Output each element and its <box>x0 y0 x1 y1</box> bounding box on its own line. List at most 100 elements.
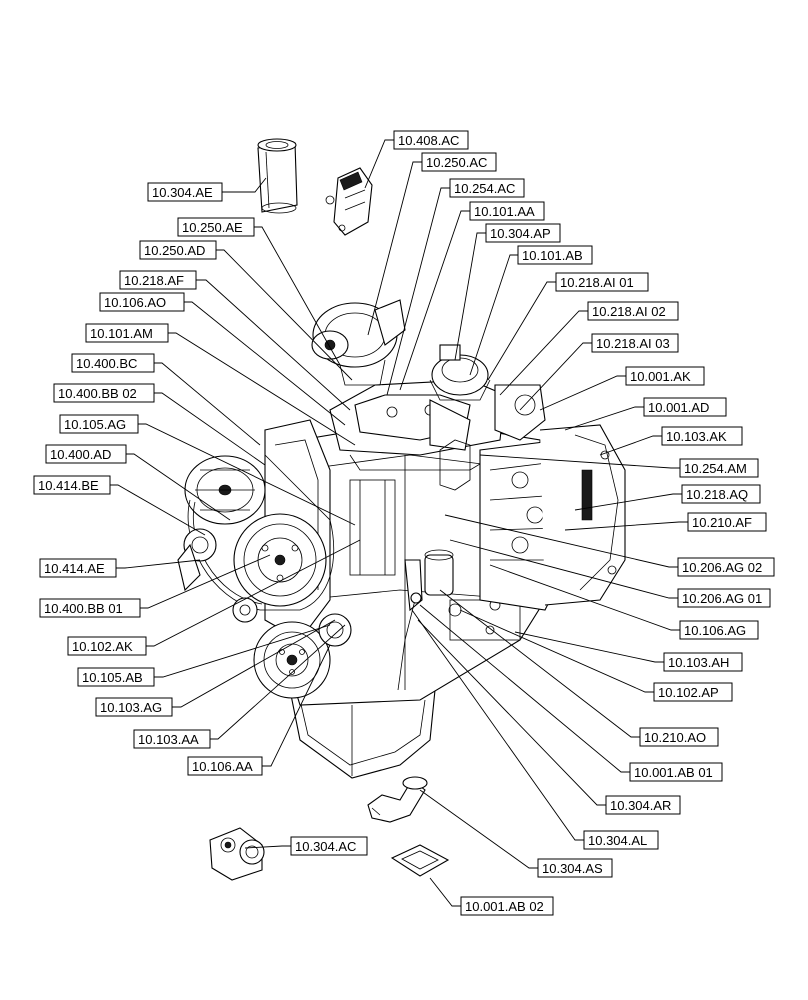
svg-text:10.250.AD: 10.250.AD <box>144 243 205 258</box>
label-10-103-ak[interactable]: 10.103.AK <box>661 426 743 446</box>
gasket-part <box>390 844 450 877</box>
label-10-218-aq[interactable]: 10.218.AQ <box>681 484 761 504</box>
label-10-101-aa[interactable]: 10.101.AA <box>469 201 545 221</box>
svg-text:10.106.AG: 10.106.AG <box>684 623 746 638</box>
svg-text:10.001.AK: 10.001.AK <box>630 369 691 384</box>
svg-text:10.210.AO: 10.210.AO <box>644 730 706 745</box>
label-10-304-ac[interactable]: 10.304.AC <box>290 836 368 856</box>
svg-text:10.400.AD: 10.400.AD <box>50 447 111 462</box>
label-10-102-ap[interactable]: 10.102.AP <box>653 682 733 702</box>
label-10-106-aa[interactable]: 10.106.AA <box>187 756 263 776</box>
label-10-400-bc[interactable]: 10.400.BC <box>71 353 155 373</box>
label-10-304-ae[interactable]: 10.304.AE <box>147 182 223 202</box>
engine-illustration <box>177 299 626 779</box>
svg-text:10.304.AR: 10.304.AR <box>610 798 671 813</box>
label-10-001-ad[interactable]: 10.001.AD <box>643 397 727 417</box>
label-10-400-bb-01[interactable]: 10.400.BB 01 <box>39 598 141 618</box>
svg-text:10.103.AG: 10.103.AG <box>100 700 162 715</box>
svg-text:10.254.AM: 10.254.AM <box>684 461 747 476</box>
svg-text:10.102.AP: 10.102.AP <box>658 685 719 700</box>
svg-text:10.103.AA: 10.103.AA <box>138 732 199 747</box>
belt-tensioner <box>177 528 217 592</box>
label-10-101-am[interactable]: 10.101.AM <box>85 323 169 343</box>
label-10-304-al[interactable]: 10.304.AL <box>583 830 659 850</box>
label-10-001-ak[interactable]: 10.001.AK <box>625 366 705 386</box>
svg-text:10.218.AQ: 10.218.AQ <box>686 487 748 502</box>
label-10-218-af[interactable]: 10.218.AF <box>119 270 197 290</box>
flywheel <box>539 424 626 606</box>
fuel-filter <box>404 549 454 612</box>
label-10-206-ag-02[interactable]: 10.206.AG 02 <box>677 557 775 577</box>
label-10-218-ai-02[interactable]: 10.218.AI 02 <box>587 301 679 321</box>
alternator <box>184 455 266 525</box>
svg-text:10.218.AI 03: 10.218.AI 03 <box>596 336 670 351</box>
svg-text:10.106.AO: 10.106.AO <box>104 295 166 310</box>
label-10-102-ak[interactable]: 10.102.AK <box>67 636 147 656</box>
label-10-001-ab-01[interactable]: 10.001.AB 01 <box>629 762 723 782</box>
svg-text:10.408.AC: 10.408.AC <box>398 133 459 148</box>
sensor-module-part <box>325 167 373 236</box>
svg-text:10.001.AD: 10.001.AD <box>648 400 709 415</box>
thermostat-housing <box>429 384 546 451</box>
svg-text:10.400.BC: 10.400.BC <box>76 356 137 371</box>
crankshaft-pulley <box>253 621 331 699</box>
svg-text:10.101.AB: 10.101.AB <box>522 248 583 263</box>
labels: 10.408.AC 10.250.AC 10.304.AE 10.254.AC … <box>33 130 775 916</box>
svg-text:10.414.BE: 10.414.BE <box>38 478 99 493</box>
svg-text:10.105.AG: 10.105.AG <box>64 417 126 432</box>
label-10-408-ac[interactable]: 10.408.AC <box>393 130 469 150</box>
label-10-254-am[interactable]: 10.254.AM <box>679 458 759 478</box>
svg-text:10.102.AK: 10.102.AK <box>72 639 133 654</box>
svg-text:10.106.AA: 10.106.AA <box>192 759 253 774</box>
dipstick-tube <box>397 592 422 691</box>
label-10-400-bb-02[interactable]: 10.400.BB 02 <box>53 383 155 403</box>
water-pump-pulley <box>233 513 327 607</box>
svg-text:10.400.BB 01: 10.400.BB 01 <box>44 601 123 616</box>
label-10-218-ai-01[interactable]: 10.218.AI 01 <box>555 272 649 292</box>
label-10-218-ai-03[interactable]: 10.218.AI 03 <box>591 333 679 353</box>
label-10-210-ao[interactable]: 10.210.AO <box>639 727 719 747</box>
label-10-414-ae[interactable]: 10.414.AE <box>39 558 117 578</box>
label-10-206-ag-01[interactable]: 10.206.AG 01 <box>677 588 771 608</box>
svg-text:10.206.AG 01: 10.206.AG 01 <box>682 591 762 606</box>
label-10-103-ah[interactable]: 10.103.AH <box>663 652 743 672</box>
svg-text:10.304.AC: 10.304.AC <box>295 839 356 854</box>
svg-text:10.254.AC: 10.254.AC <box>454 181 515 196</box>
label-10-103-aa[interactable]: 10.103.AA <box>133 729 211 749</box>
label-10-254-ac[interactable]: 10.254.AC <box>449 178 525 198</box>
label-10-001-ab-02[interactable]: 10.001.AB 02 <box>460 896 554 916</box>
svg-text:10.210.AF: 10.210.AF <box>692 515 752 530</box>
label-10-105-ag[interactable]: 10.105.AG <box>59 414 139 434</box>
svg-text:10.218.AF: 10.218.AF <box>124 273 184 288</box>
svg-text:10.206.AG 02: 10.206.AG 02 <box>682 560 762 575</box>
svg-text:10.414.AE: 10.414.AE <box>44 561 105 576</box>
leader-lines <box>110 139 688 907</box>
label-10-250-ac[interactable]: 10.250.AC <box>421 152 497 172</box>
svg-text:10.250.AE: 10.250.AE <box>182 220 243 235</box>
label-10-106-ao[interactable]: 10.106.AO <box>99 292 185 312</box>
label-10-250-ae[interactable]: 10.250.AE <box>177 217 255 237</box>
label-10-304-as[interactable]: 10.304.AS <box>537 858 613 878</box>
label-10-304-ar[interactable]: 10.304.AR <box>605 795 681 815</box>
oil-filler-cap <box>429 344 491 401</box>
svg-text:10.400.BB 02: 10.400.BB 02 <box>58 386 137 401</box>
svg-text:10.103.AK: 10.103.AK <box>666 429 727 444</box>
turbocharger <box>311 299 406 386</box>
label-10-103-ag[interactable]: 10.103.AG <box>95 697 173 717</box>
svg-text:10.218.AI 02: 10.218.AI 02 <box>592 304 666 319</box>
label-10-105-ab[interactable]: 10.105.AB <box>77 667 155 687</box>
label-10-414-be[interactable]: 10.414.BE <box>33 475 111 495</box>
svg-text:10.304.AL: 10.304.AL <box>588 833 647 848</box>
label-10-250-ad[interactable]: 10.250.AD <box>139 240 217 260</box>
label-10-101-ab[interactable]: 10.101.AB <box>517 245 593 265</box>
label-10-304-ap[interactable]: 10.304.AP <box>485 223 561 243</box>
svg-text:10.250.AC: 10.250.AC <box>426 155 487 170</box>
label-10-106-ag[interactable]: 10.106.AG <box>679 620 759 640</box>
label-10-210-af[interactable]: 10.210.AF <box>687 512 767 532</box>
svg-text:10.001.AB 01: 10.001.AB 01 <box>634 765 713 780</box>
label-10-400-ad[interactable]: 10.400.AD <box>45 444 127 464</box>
svg-text:10.101.AM: 10.101.AM <box>90 326 153 341</box>
svg-text:10.218.AI 01: 10.218.AI 01 <box>560 275 634 290</box>
svg-text:10.105.AB: 10.105.AB <box>82 670 143 685</box>
